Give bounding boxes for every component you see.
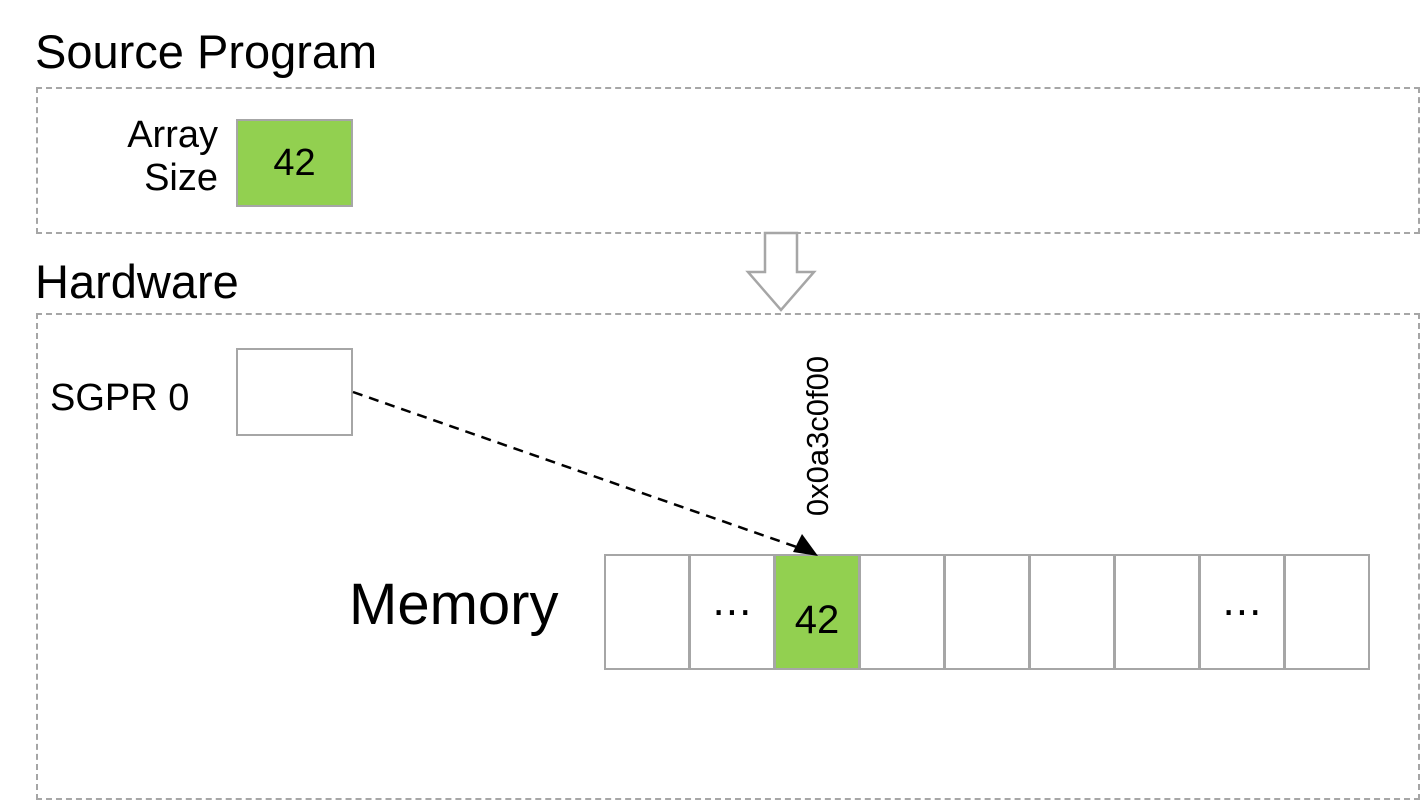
hardware-title: Hardware [35, 255, 239, 308]
pointer-arrowhead-icon [793, 534, 818, 556]
source-program-title: Source Program [35, 25, 378, 78]
memory-label: Memory [349, 572, 559, 637]
memory-cell [944, 554, 1030, 670]
array-size-label-line1: Array [127, 114, 218, 156]
memory-cell-highlighted: 42 [774, 554, 860, 670]
memory-cell [1029, 554, 1115, 670]
memory-cell [1114, 554, 1200, 670]
hardware-box [36, 313, 1420, 800]
array-size-label-line2: Size [144, 156, 218, 199]
array-size-label: Array Size [0, 114, 218, 200]
sgpr-register-box [236, 348, 353, 436]
memory-cell [604, 554, 690, 670]
source-program-box [36, 87, 1420, 234]
pointer-arrow [352, 390, 809, 553]
memory-cell-ellipsis: ⋯ [1199, 554, 1285, 670]
down-arrow-icon [745, 231, 817, 312]
memory-array: ⋯ 42 ⋯ [604, 554, 1370, 670]
array-size-value-box: 42 [236, 119, 353, 207]
memory-cell-ellipsis: ⋯ [689, 554, 775, 670]
array-size-value: 42 [273, 141, 316, 184]
sgpr-label: SGPR 0 [50, 377, 190, 419]
memory-cell [1284, 554, 1370, 670]
memory-cell [859, 554, 945, 670]
